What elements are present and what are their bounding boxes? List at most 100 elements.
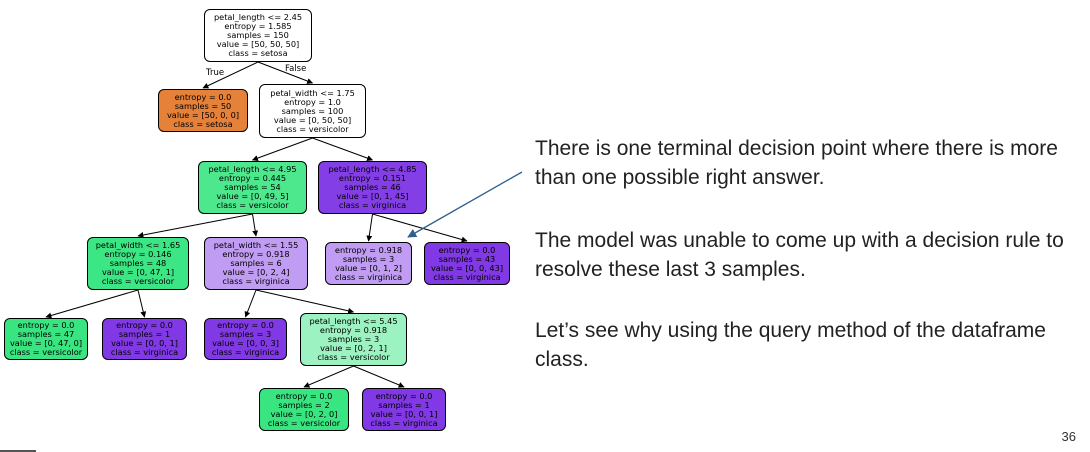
tree-edge (251, 137, 313, 161)
tree-node-line: value = [0, 47, 0] (9, 338, 83, 348)
tree-node-line: class = setosa (228, 48, 288, 58)
tree-edge (257, 61, 314, 84)
tree-node-line: entropy = 0.146 (104, 249, 172, 259)
tree-node-line: petal_length <= 2.45 (213, 12, 303, 22)
tree-node-line: class = setosa (173, 118, 233, 129)
tree-node-line: class = virginica (110, 347, 179, 357)
annotation-arrow (407, 171, 523, 238)
tree-node-line: samples = 1 (118, 329, 171, 339)
tree-node-line: entropy = 0.445 (218, 173, 287, 183)
tree-edge (255, 289, 355, 314)
tree-node-line: samples = 3 (219, 329, 272, 339)
tree-node-line: entropy = 1.0 (284, 96, 341, 107)
tree-node-line: class = virginica (433, 271, 501, 282)
tree-edge (202, 61, 259, 89)
tree-node-line: petal_length <= 5.45 (309, 316, 398, 326)
tree-node-line: entropy = 0.0 (116, 320, 173, 330)
tree-node-line: entropy = 0.918 (319, 325, 388, 335)
tree-node-line: samples = 46 (344, 182, 401, 192)
tree-edge (372, 213, 468, 243)
tree-node-line: samples = 47 (17, 329, 75, 339)
tree-edge (312, 137, 374, 161)
tree-node-line: entropy = 0.0 (375, 390, 433, 401)
tree-node-line: samples = 2 (278, 399, 330, 410)
tree-node-line: class = virginica (334, 271, 403, 282)
note-query-method: Let’s see why using the query method of … (535, 319, 1046, 371)
tree-node-line: value = [0, 50, 50] (273, 114, 352, 125)
tree-node-line: class = versicolor (276, 123, 349, 134)
tree-node-line: value = [0, 2, 1] (320, 343, 387, 353)
tree-node-line: samples = 43 (438, 253, 496, 264)
tree-node-line: value = [50, 0, 0] (166, 109, 240, 120)
tree-edge (137, 213, 253, 238)
tree-node-line: petal_width <= 1.65 (95, 240, 181, 250)
edge-label-true: True (206, 68, 225, 78)
tree-node-line: entropy = 0.918 (334, 244, 403, 255)
tree-node-line: entropy = 0.0 (438, 244, 496, 255)
tree-node-line: samples = 100 (281, 105, 344, 116)
tree-edge (353, 365, 405, 388)
tree-node-line: entropy = 0.151 (338, 173, 407, 183)
tree-node-line: value = [0, 2, 4] (222, 267, 290, 277)
tree-node-line: entropy = 1.585 (224, 21, 292, 31)
tree-node-line: samples = 3 (342, 253, 395, 264)
tree-node-line: class = versicolor (317, 352, 390, 362)
tree-node-line: value = [0, 49, 5] (216, 191, 289, 201)
tree-node-line: samples = 48 (109, 258, 167, 268)
edge-label-false: False (285, 64, 307, 74)
tree-node-line: petal_length <= 4.85 (328, 164, 417, 174)
tree-node-line: samples = 1 (378, 399, 430, 410)
tree-node-line: value = [0, 0, 1] (111, 338, 178, 348)
tree-edge (252, 213, 259, 237)
tree-edge (137, 289, 147, 318)
tree-node-line: petal_length <= 4.95 (208, 164, 297, 174)
note-terminal-point: There is one terminal decision point whe… (535, 137, 1058, 189)
tree-edge (45, 289, 139, 319)
tree-node-line: class = virginica (222, 276, 290, 286)
note-unresolved-samples: The model was unable to come up with a d… (535, 229, 1064, 281)
tree-node-line: class = virginica (211, 347, 280, 357)
tree-node-line: entropy = 0.0 (275, 390, 333, 401)
tree-edge (244, 289, 257, 318)
tree-node-line: samples = 6 (230, 258, 282, 268)
tree-node-line: petal_width <= 1.75 (270, 87, 355, 98)
tree-node-line: value = [0, 1, 2] (335, 262, 402, 273)
tree-node-line: entropy = 0.0 (217, 320, 274, 330)
tree-node-line: value = [0, 0, 3] (212, 338, 279, 348)
corner-divider (0, 450, 36, 452)
tree-node-line: value = [50, 50, 50] (216, 39, 300, 49)
tree-node-line: samples = 54 (224, 182, 281, 192)
tree-node-line: class = versicolor (101, 276, 175, 286)
tree-node-line: class = versicolor (216, 200, 289, 210)
tree-node-line: class = virginica (338, 200, 407, 210)
tree-node-line: value = [0, 47, 1] (101, 267, 175, 277)
tree-node-line: class = versicolor (267, 417, 341, 428)
tree-edge (366, 213, 373, 242)
tree-node-line: entropy = 0.0 (174, 91, 232, 102)
tree-node-line: value = [0, 0, 43] (430, 262, 504, 273)
tree-node-line: value = [0, 0, 1] (370, 408, 438, 419)
tree-node-line: value = [0, 1, 45] (336, 191, 409, 201)
tree-node-line: samples = 150 (227, 30, 289, 40)
tree-node-line: value = [0, 2, 0] (270, 408, 338, 419)
tree-node-line: samples = 3 (327, 334, 380, 344)
tree-node-line: petal_width <= 1.55 (213, 240, 299, 250)
tree-node-line: entropy = 0.0 (17, 320, 75, 330)
tree-edge (303, 365, 354, 388)
tree-node-line: entropy = 0.918 (222, 249, 290, 259)
